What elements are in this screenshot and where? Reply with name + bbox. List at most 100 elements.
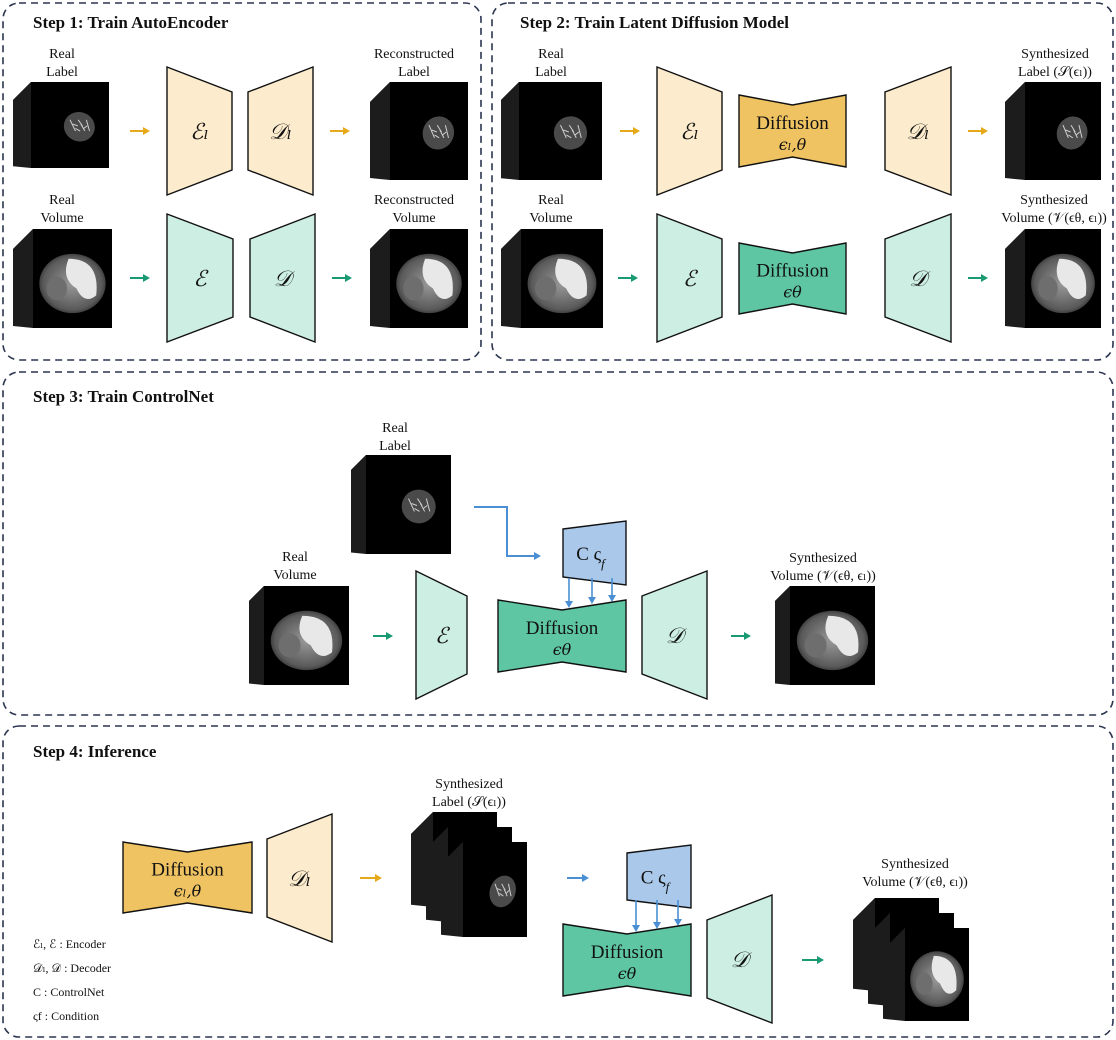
- step2-volume-decoder: [884, 212, 952, 344]
- step2-label-diffusion: [738, 94, 847, 168]
- step1-label-encoder: [166, 65, 233, 197]
- step4-diffusion: [562, 923, 692, 997]
- step4-label-diffusion-subscript: ϵₗ,θ: [174, 882, 202, 901]
- step4-controlnet-subscript: f: [666, 879, 672, 894]
- step2-synth-label-caption-line1: Synthesized: [1021, 47, 1089, 62]
- step3-synth-volume-caption-line2: Volume (𝒱(ϵθ, ϵₗ)): [770, 569, 876, 584]
- step2-real-label-caption-line2: Label: [535, 65, 567, 80]
- step4-control-arrow-2: [653, 900, 661, 929]
- step3-diffusion: [497, 599, 627, 673]
- step1-recon-volume-caption-line2: Volume: [392, 211, 435, 226]
- step3-volume-arrow-out: [731, 632, 751, 640]
- panel-step3-title: Step 3: Train ControlNet: [33, 387, 214, 406]
- step2-label-decoder-symbol: 𝒟ₗ: [907, 120, 930, 145]
- step3-synth-volume-caption-line1: Synthesized: [789, 551, 857, 566]
- step2-volume-diffusion: [738, 242, 847, 315]
- step3-encoder-symbol: ℰ: [435, 624, 451, 649]
- step4-synth-volume-stack-slice-3: [883, 928, 969, 1021]
- step4-synth-volume-caption-line1: Synthesized: [881, 857, 949, 872]
- step2-label-diffusion-label: Diffusion: [756, 113, 829, 134]
- step2-label-diffusion-subscript: ϵₗ,θ: [779, 135, 807, 154]
- step4-label-decoder-symbol: 𝒟ₗ: [288, 867, 311, 892]
- step4-diffusion-label: Diffusion: [591, 942, 664, 963]
- step4-synth-label-stack-slice-3: [441, 842, 527, 937]
- step3-control-arrow-2: [588, 578, 596, 604]
- legend-item-4: ςf : Condition: [33, 1009, 99, 1023]
- step4-synth-label-stack: [411, 812, 527, 937]
- step3-diffusion-subscript: ϵθ: [553, 640, 572, 659]
- step1-real-label-caption-line1: Real: [49, 47, 75, 62]
- step1-label-decoder: [247, 65, 314, 197]
- step4-label-decoder: [266, 812, 333, 944]
- step3-volume-arrow-in: [373, 632, 393, 640]
- step1-label-decoder-symbol: 𝒟ₗ: [269, 120, 292, 145]
- step1-volume-encoder: [166, 212, 234, 344]
- step3-real-volume-cube: [249, 586, 349, 685]
- step4-label-diffusion-label: Diffusion: [151, 860, 224, 881]
- step3-controlnet-subscript: f: [601, 556, 607, 571]
- step4-decoder: [706, 893, 773, 1025]
- step4-volume-arrow: [802, 956, 824, 964]
- step4-control-arrow-3: [674, 900, 682, 926]
- step1-volume-arrow-out: [332, 274, 352, 282]
- step2-label-encoder: [656, 65, 723, 197]
- step1-real-volume-caption-line2: Volume: [40, 211, 83, 226]
- step2-real-volume-caption-line1: Real: [538, 193, 564, 208]
- step1-label-arrow-in: [130, 127, 150, 135]
- step4-synth-label-caption-line1: Synthesized: [435, 777, 503, 792]
- step2-volume-encoder-symbol: ℰ: [683, 267, 699, 292]
- step3-encoder: [415, 569, 468, 701]
- step1-real-volume-caption-line1: Real: [49, 193, 75, 208]
- step2-synth-label-caption-line2: Label (𝒮(ϵₗ)): [1018, 65, 1092, 80]
- step4-condition-arrow: [567, 874, 589, 882]
- step3-decoder-symbol: 𝒟: [666, 624, 688, 649]
- step4-label-diffusion: [122, 841, 253, 914]
- panel-step4-title: Step 4: Inference: [33, 742, 157, 761]
- step3-control-arrow-1: [565, 578, 573, 608]
- step3-real-label-caption-line1: Real: [382, 421, 408, 436]
- panel-step1-border: [2, 2, 482, 361]
- step2-volume-decoder-symbol: 𝒟: [909, 267, 931, 292]
- step2-real-volume-caption-line2: Volume: [529, 211, 572, 226]
- step2-synth-volume-caption-line2: Volume (𝒱(ϵθ, ϵₗ)): [1001, 211, 1107, 226]
- step2-real-volume-cube: [501, 229, 603, 328]
- step1-real-label-cube: [13, 82, 109, 168]
- step1-label-encoder-symbol: ℰₗ: [190, 120, 209, 145]
- panel-step1-title: Step 1: Train AutoEncoder: [33, 13, 229, 32]
- step2-synth-volume-caption-line1: Synthesized: [1020, 193, 1088, 208]
- step3-controlnet: [562, 520, 627, 586]
- legend-item-3: C : ControlNet: [33, 985, 105, 999]
- step1-recon-volume-caption-line1: Reconstructed: [374, 193, 454, 208]
- panel-step2-title: Step 2: Train Latent Diffusion Model: [520, 13, 789, 32]
- step1-label-arrow-out: [330, 127, 350, 135]
- step2-volume-diffusion-label: Diffusion: [756, 261, 829, 282]
- legend-item-1: ℰₗ, ℰ : Encoder: [33, 937, 106, 951]
- legend-item-2: 𝒟ₗ, 𝒟 : Decoder: [33, 961, 111, 975]
- panel-step2-border: [491, 2, 1114, 361]
- step4-control-arrow-1: [632, 900, 640, 932]
- step3-real-label-cube: [351, 455, 451, 554]
- step3-diffusion-label: Diffusion: [526, 618, 599, 639]
- step2-volume-arrow-in: [618, 274, 638, 282]
- step3-condition-arrow: [474, 506, 541, 560]
- step2-volume-diffusion-subscript: ϵθ: [783, 283, 802, 302]
- panel-step3-border: [2, 371, 1114, 716]
- step1-recon-label-caption-line2: Label: [398, 65, 430, 80]
- step2-synth-volume-cube: [1005, 229, 1101, 328]
- step3-decoder: [641, 569, 708, 701]
- step1-recon-label-caption-line1: Reconstructed: [374, 47, 454, 62]
- step2-real-label-cube: [501, 82, 602, 180]
- step3-synth-volume-cube: [775, 586, 875, 685]
- step1-recon-label-cube: [370, 82, 468, 180]
- panel-step4-border: [2, 725, 1114, 1038]
- step4-label-arrow: [360, 874, 382, 882]
- step2-volume-encoder: [656, 212, 723, 344]
- step4-controlnet: [626, 844, 692, 909]
- step3-control-arrow-3: [608, 578, 616, 602]
- step1-volume-decoder: [249, 212, 316, 344]
- step2-label-decoder: [884, 65, 952, 197]
- step4-diffusion-subscript: ϵθ: [618, 964, 637, 983]
- step4-synth-label-caption-line2: Label (𝒮(ϵₗ)): [432, 795, 506, 810]
- step2-volume-arrow-out: [968, 274, 988, 282]
